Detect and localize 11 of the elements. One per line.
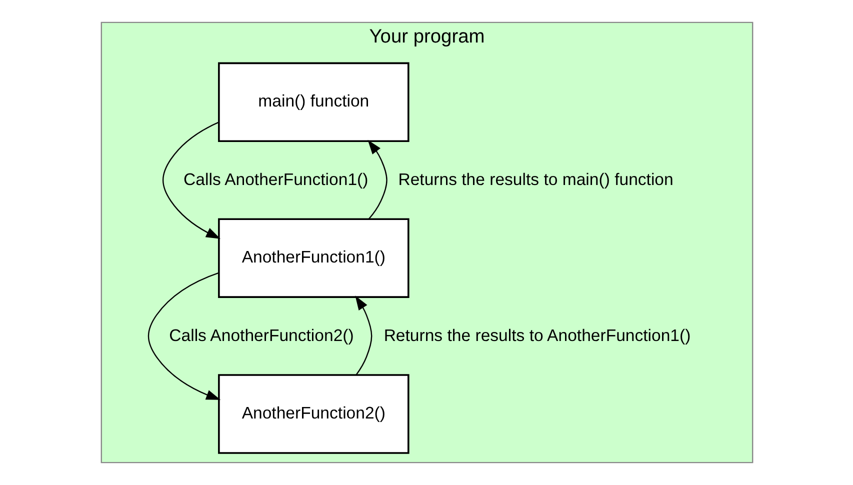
arrow xyxy=(147,272,220,400)
node-box: AnotherFunction2() xyxy=(218,374,409,454)
edge-label: Calls AnotherFunction2() xyxy=(168,326,354,346)
edge-label: Returns the results to AnotherFunction1() xyxy=(383,326,690,346)
edge-label: Calls AnotherFunction1() xyxy=(183,170,368,190)
arrow xyxy=(354,296,372,376)
node-box: AnotherFunction1() xyxy=(218,218,409,298)
node-box: main() function xyxy=(218,62,409,142)
arrow xyxy=(367,140,387,220)
arrow xyxy=(162,122,220,239)
edge-label: Returns the results to main() function xyxy=(398,170,673,190)
